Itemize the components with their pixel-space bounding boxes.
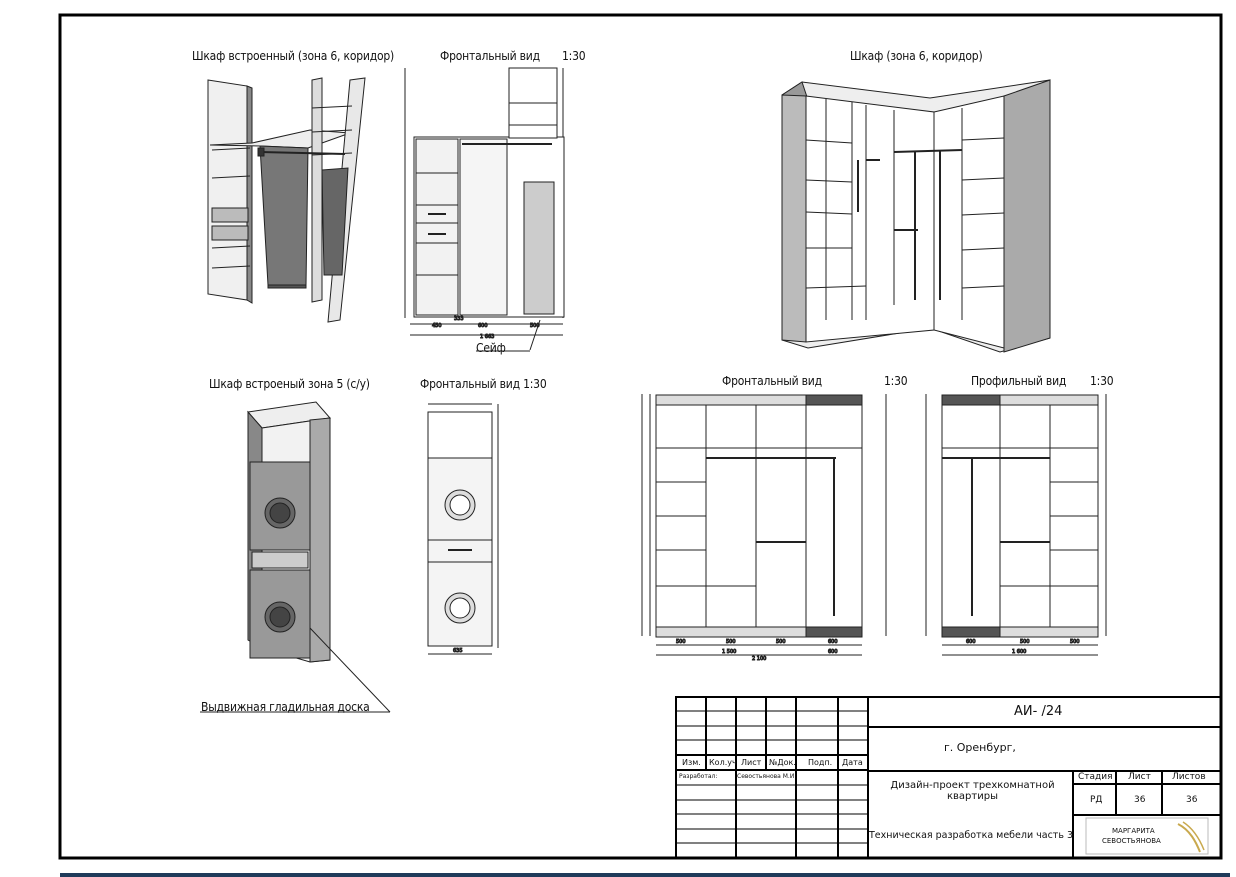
sheet-value: 36 bbox=[1134, 795, 1146, 805]
title-wardrobe-zone5: Шкаф встроеный зона 5 (с/у) bbox=[209, 377, 370, 391]
logo-line1: МАРГАРИТА bbox=[1112, 827, 1155, 835]
svg-text:1 600: 1 600 bbox=[1012, 649, 1026, 655]
svg-text:500: 500 bbox=[530, 323, 540, 329]
sheet-title: Техническая разработка мебели часть 3 bbox=[869, 830, 1073, 841]
title-profile-view: Профильный вид bbox=[971, 374, 1067, 388]
washer-front-view: 635 bbox=[427, 403, 499, 655]
corner-wardrobe-3d bbox=[781, 79, 1051, 353]
profile-view: 600 500 500 1 600 bbox=[925, 394, 1107, 656]
svg-text:1 663: 1 663 bbox=[480, 334, 494, 340]
logo-line2: СЕВОСТЬЯНОВА bbox=[1102, 837, 1161, 845]
svg-text:635: 635 bbox=[453, 648, 463, 654]
scale-3: 1:30 bbox=[884, 374, 908, 388]
city: г. Оренбург, bbox=[944, 741, 1016, 754]
col-izm: Изм. bbox=[682, 758, 701, 767]
sheets-value: 36 bbox=[1186, 795, 1198, 805]
svg-text:500: 500 bbox=[676, 639, 686, 645]
col-koluch: Кол.уч bbox=[709, 758, 737, 767]
title-front-view-1: Фронтальный вид bbox=[440, 49, 540, 63]
washer-column-3d bbox=[200, 401, 391, 713]
sheet-label: Лист bbox=[1128, 772, 1151, 782]
title-wardrobe-builtin-zone6: Шкаф встроенный (зона 6, коридор) bbox=[192, 49, 395, 63]
stage-label: Стадия bbox=[1078, 772, 1113, 782]
col-data: Дата bbox=[842, 758, 863, 767]
label-ironing-board: Выдвижная гладильная доска bbox=[201, 700, 370, 714]
stage-value: РД bbox=[1090, 795, 1103, 805]
title-block-grid bbox=[675, 696, 1222, 859]
scale-1: 1:30 bbox=[562, 49, 586, 63]
developed-label: Разработал: bbox=[679, 773, 718, 780]
sheet-frame bbox=[58, 13, 1223, 860]
svg-text:2 100: 2 100 bbox=[752, 656, 766, 662]
col-list: Лист bbox=[741, 758, 762, 767]
label-safe: Сейф bbox=[476, 341, 506, 355]
developer: Севостьянова М.И bbox=[737, 773, 795, 780]
col-ndok: №Док. bbox=[769, 758, 796, 767]
front-view-3: 500 500 500 600 1 500 600 2 100 bbox=[641, 394, 887, 663]
title-front-view-3: Фронтальный вид bbox=[722, 374, 822, 388]
drawing-code: АИ- /24 bbox=[1014, 704, 1063, 719]
title-front-view-2: Фронтальный вид 1:30 bbox=[420, 377, 547, 391]
col-podp: Подп. bbox=[808, 758, 833, 767]
svg-text:500: 500 bbox=[1070, 639, 1080, 645]
scale-4: 1:30 bbox=[1090, 374, 1114, 388]
sheets-label: Листов bbox=[1172, 772, 1206, 782]
svg-text:600: 600 bbox=[828, 639, 838, 645]
front-view-1: 450 600 500 1 663 333 bbox=[404, 67, 565, 352]
logo bbox=[1085, 817, 1209, 855]
project-name: Дизайн-проект трехкомнатной квартиры bbox=[890, 780, 1055, 802]
wardrobe-builtin-3d bbox=[207, 77, 366, 323]
svg-text:500: 500 bbox=[776, 639, 786, 645]
svg-text:600: 600 bbox=[478, 323, 488, 329]
svg-text:500: 500 bbox=[1020, 639, 1030, 645]
svg-text:1 500: 1 500 bbox=[722, 649, 736, 655]
svg-text:500: 500 bbox=[726, 639, 736, 645]
svg-text:450: 450 bbox=[432, 323, 442, 329]
svg-text:600: 600 bbox=[966, 639, 976, 645]
svg-text:333: 333 bbox=[454, 316, 464, 322]
svg-text:600: 600 bbox=[828, 649, 838, 655]
title-wardrobe-zone6: Шкаф (зона 6, коридор) bbox=[850, 49, 983, 63]
